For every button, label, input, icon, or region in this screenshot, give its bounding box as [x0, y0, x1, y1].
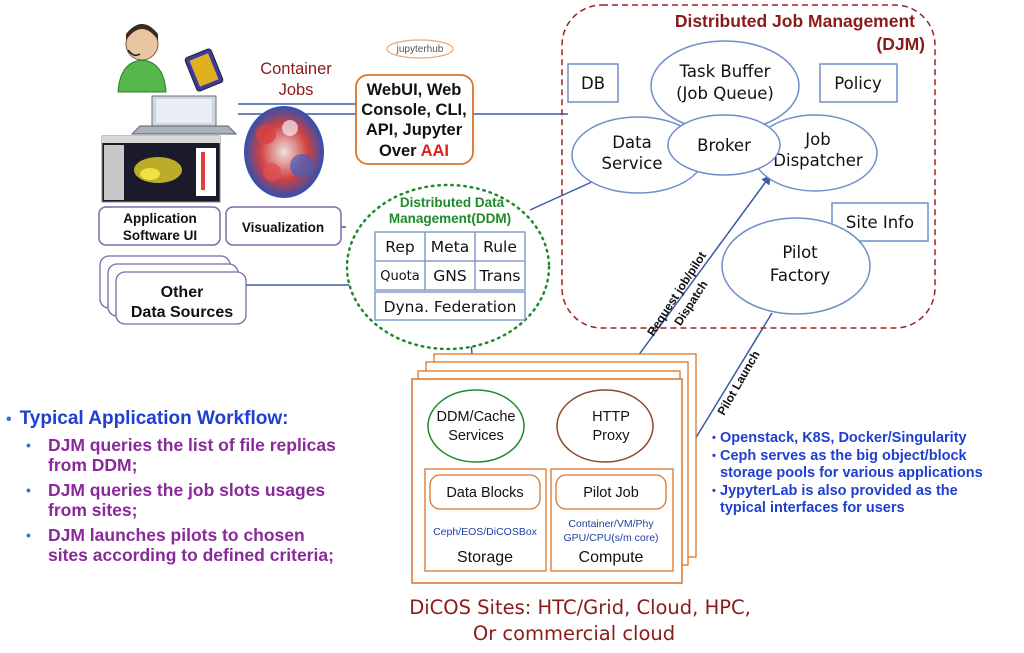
djm-title: Distributed Job Management: [675, 11, 915, 31]
pilot-launch-label: Pilot Launch: [714, 348, 762, 417]
ddm-cell-rep: Rep: [385, 238, 414, 256]
ddm-cache-label-2: Services: [448, 428, 504, 444]
workflow-list: •Typical Application Workflow: • DJM que…: [6, 408, 406, 570]
tablet-icon: [184, 48, 224, 92]
http-proxy-node: [556, 389, 654, 463]
workflow-heading: •Typical Application Workflow:: [6, 408, 289, 429]
site-info-label: Site Info: [846, 213, 914, 232]
ddm-cache-node: [427, 389, 525, 463]
user-laptop-illustration: [117, 24, 238, 135]
svg-text:jupyterhub: jupyterhub: [396, 44, 444, 55]
compute-tech-label-1: Container/VM/Phy: [568, 518, 654, 530]
ddm-cell-quota: Quota: [380, 269, 420, 284]
application-ui-box: [98, 206, 221, 246]
db-box: [567, 63, 619, 103]
laptop-icon: [130, 95, 238, 135]
broker-node: [667, 114, 781, 176]
ddm-federation-label: Dyna. Federation: [384, 298, 517, 316]
job-dispatcher-label-1: Job: [804, 130, 830, 149]
ddm-grid: Rep Meta Rule Quota GNS Trans Dyna. Fede…: [374, 231, 526, 321]
visualization-label: Visualization: [242, 220, 324, 235]
task-buffer-label-2: (Job Queue): [676, 84, 774, 103]
data-service-label-1: Data: [612, 133, 651, 152]
pilot-factory-label-2: Factory: [770, 266, 831, 285]
storage-label: Storage: [457, 549, 513, 566]
application-screenshot: [101, 135, 221, 203]
data-blocks-label: Data Blocks: [446, 485, 523, 501]
webui-box: [355, 74, 474, 165]
ddm-title-1: Distributed Data: [400, 195, 505, 210]
tech-notes-list: •Openstack, K8S, Docker/Singularity • Ce…: [712, 430, 1024, 518]
data-service-label-2: Service: [602, 154, 663, 173]
user-avatar-icon: [117, 24, 167, 93]
data-blocks-box: [429, 474, 541, 510]
task-buffer-label-1: Task Buffer: [679, 62, 771, 81]
ddm-title-2: Management(DDM): [389, 211, 511, 226]
webui-line-3: API, Jupyter: [366, 121, 463, 139]
policy-box: [819, 63, 898, 103]
molecule-visualization: [244, 106, 324, 198]
djm-title-abbr: (DJM): [876, 34, 925, 54]
container-jobs-label-1: Container: [260, 60, 332, 78]
pilot-factory-node: [721, 217, 871, 315]
tech-note-item: •Openstack, K8S, Docker/Singularity: [712, 430, 967, 446]
other-sources-label-2: Data Sources: [131, 304, 233, 321]
policy-label: Policy: [834, 74, 882, 93]
webui-line-2: Console, CLI,: [361, 101, 466, 119]
ddm-cell-rule: Rule: [483, 238, 517, 256]
pilot-job-label: Pilot Job: [583, 485, 639, 501]
storage-tech-label: Ceph/EOS/DiCOSBox: [433, 526, 538, 538]
caption-line-1: DiCOS Sites: HTC/Grid, Cloud, HPC,: [409, 596, 751, 619]
ddm-cache-label-1: DDM/Cache: [437, 409, 516, 425]
compute-tech-label-2: GPU/CPU(s/m core): [563, 532, 658, 544]
http-proxy-label-2: Proxy: [592, 428, 630, 444]
container-jobs-label-2: Jobs: [279, 81, 314, 99]
compute-label: Compute: [579, 549, 644, 566]
jupyterhub-logo: jupyterhub: [386, 39, 454, 59]
visualization-box: [225, 206, 342, 246]
application-ui-label-2: Software UI: [123, 228, 197, 243]
webui-line-1: WebUI, Web: [367, 81, 462, 99]
http-proxy-label-1: HTTP: [592, 409, 630, 425]
application-ui-label-1: Application: [123, 211, 197, 226]
ddm-cell-meta: Meta: [431, 238, 470, 256]
other-sources-box: [115, 271, 247, 325]
pilot-factory-label-1: Pilot: [782, 243, 818, 262]
pilot-job-box: [555, 474, 667, 510]
job-dispatcher-label-2: Dispatcher: [773, 151, 863, 170]
ddm-cell-trans: Trans: [479, 267, 521, 285]
broker-label: Broker: [697, 136, 751, 155]
other-sources-label-1: Other: [161, 284, 204, 301]
webui-line-4: Over AAI: [379, 142, 449, 160]
caption-line-2: Or commercial cloud: [473, 622, 675, 645]
db-label: DB: [581, 74, 605, 93]
ddm-cell-gns: GNS: [433, 267, 466, 285]
